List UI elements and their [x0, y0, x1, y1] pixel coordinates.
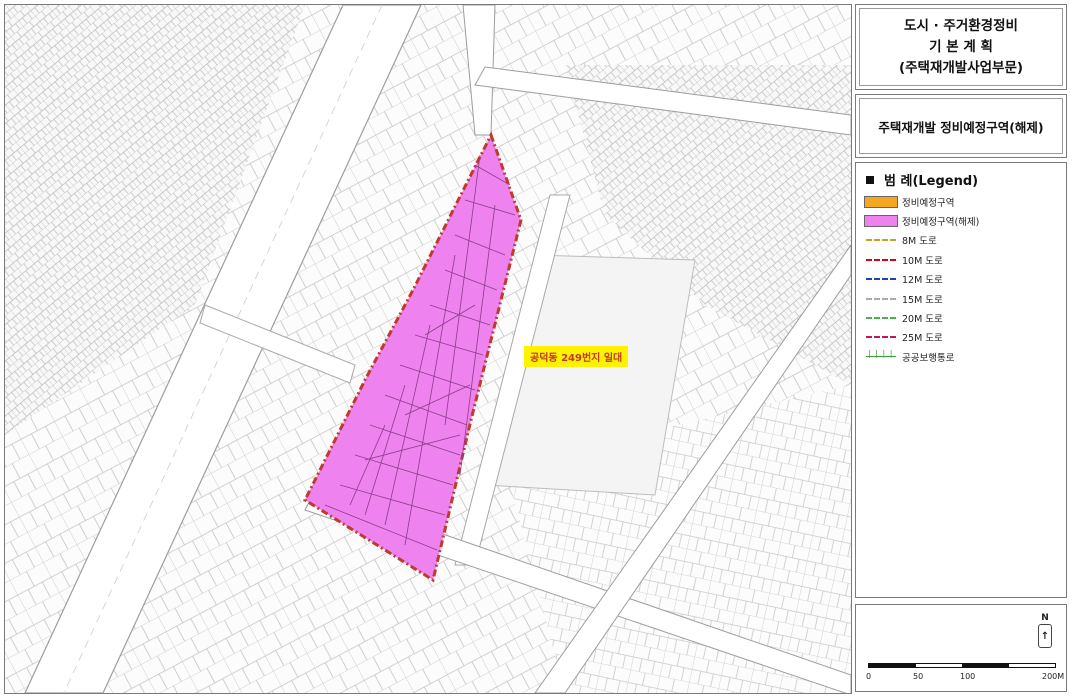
legend-item: 정비예정구역 [864, 192, 1062, 211]
legend-item: 20M 도로 [864, 308, 1062, 327]
district-polygon[interactable] [303, 131, 523, 583]
legend-swatch [864, 195, 898, 208]
dense-parcels-northeast [565, 65, 851, 385]
legend-item-label: 12M 도로 [902, 275, 943, 287]
scale-segment [869, 664, 916, 667]
scale-segment [916, 664, 963, 667]
subtitle-panel: 주택재개발 정비예정구역(해제) [855, 94, 1067, 158]
legend-item-label: 20M 도로 [902, 314, 943, 326]
legend-item-label: 정비예정구역 [902, 197, 955, 209]
legend-item: 15M 도로 [864, 289, 1062, 308]
west-cross-road [199, 304, 356, 384]
north-label: N [1041, 613, 1049, 623]
scale-label: 100 [960, 672, 976, 681]
legend-item: 25M 도로 [864, 328, 1062, 347]
title-line-1: 도시 · 주거환경정비 [904, 17, 1018, 34]
map-canvas[interactable]: 공덕동 249번지 일대 [4, 4, 852, 694]
title-panel: 도시 · 주거환경정비 기 본 계 획 (주택재개발사업부문) [855, 4, 1067, 90]
scale-segment [1009, 664, 1056, 667]
main-avenue-centerline [63, 5, 383, 693]
legend-item: 10M 도로 [864, 250, 1062, 269]
scale-bar [868, 663, 1056, 668]
legend-title: 범 례(Legend) [866, 170, 978, 189]
scale-segment [962, 664, 1009, 667]
legend-swatch [864, 349, 898, 363]
legend-swatch [864, 273, 898, 285]
dense-parcels-west [5, 5, 305, 435]
legend-item-label: 8M 도로 [902, 236, 937, 248]
redevelopment-district[interactable] [303, 131, 523, 583]
map-subtitle: 주택재개발 정비예정구역(해제) [878, 119, 1044, 135]
legend-item: 정비예정구역(해제) [864, 211, 1062, 230]
legend-item: 12M 도로 [864, 270, 1062, 289]
title-line-3: (주택재개발사업부문) [898, 59, 1024, 76]
scale-label: 50 [913, 672, 924, 681]
base-map [5, 5, 851, 693]
east-diagonal-road [534, 244, 851, 693]
legend-swatch [864, 331, 898, 343]
northeast-street [474, 66, 851, 136]
title-line-2: 기 본 계 획 [929, 38, 993, 55]
area-label: 공덕동 249번지 일대 [524, 346, 629, 367]
scale-label: 200M [1042, 672, 1065, 681]
legend-item: 공공보행통로 [864, 347, 1062, 366]
legend-item-label: 정비예정구역(해제) [902, 217, 980, 229]
legend-item-label: 10M 도로 [902, 255, 943, 267]
legend-item-label: 공공보행통로 [902, 352, 955, 364]
legend-swatch [864, 234, 898, 246]
legend-swatch [864, 215, 898, 228]
legend-swatch [864, 254, 898, 266]
legend-item-label: 25M 도로 [902, 333, 943, 345]
legend-item: 8M 도로 [864, 231, 1062, 250]
north-arrow-icon: ↑ [1038, 624, 1052, 648]
scale-label: 0 [866, 672, 872, 681]
legend-bullet-icon [866, 176, 874, 184]
scale-labels: 0 50 100 200M [864, 672, 1065, 684]
legend-swatch [864, 312, 898, 324]
north-arrow: N ↑ [1038, 613, 1052, 648]
legend-swatch [864, 293, 898, 305]
scale-panel: N ↑ 0 50 100 200M [855, 604, 1067, 692]
district-parcel-lines [324, 154, 516, 551]
legend-item-label: 15M 도로 [902, 294, 943, 306]
